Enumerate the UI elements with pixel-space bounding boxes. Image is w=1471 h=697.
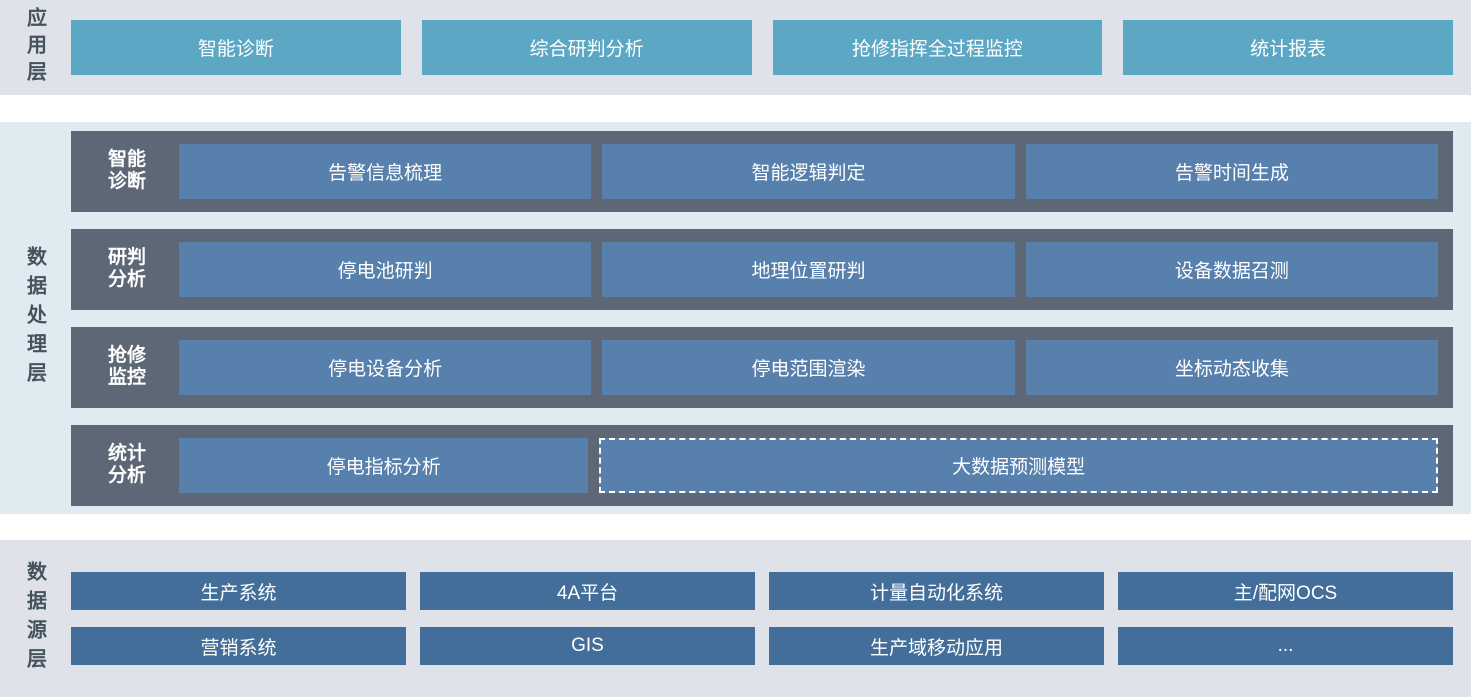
application-layer-label: 应用层 [0, 0, 68, 95]
src-box-production-mobile-app[interactable]: 生产域移动应用 [769, 627, 1104, 665]
processing-layer-band: 数据处理层 智能 诊断 告警信息梳理 智能逻辑判定 告警时间生成 [0, 122, 1471, 514]
processing-row-repair-monitoring: 抢修 监控 停电设备分析 停电范围渲染 坐标动态收集 [71, 326, 1453, 408]
processing-row-label-intelligent-diagnosis: 智能 诊断 [86, 149, 168, 194]
processing-row-label-repair-monitoring: 抢修 监控 [86, 345, 168, 390]
proc-box-outage-device-analysis[interactable]: 停电设备分析 [179, 339, 592, 395]
src-box-main-distribution-ocs[interactable]: 主/配网OCS [1118, 572, 1453, 610]
app-box-intelligent-diagnosis[interactable]: 智能诊断 [71, 20, 401, 75]
app-box-statistical-report[interactable]: 统计报表 [1123, 20, 1453, 75]
processing-row-statistical-analysis: 统计 分析 停电指标分析 大数据预测模型 [71, 424, 1453, 506]
application-layer-content: 智能诊断 综合研判分析 抢修指挥全过程监控 统计报表 [68, 0, 1471, 95]
band-separator-top [0, 95, 1471, 122]
processing-layer-content: 智能 诊断 告警信息梳理 智能逻辑判定 告警时间生成 研判 分析 停电池研判 地… [68, 122, 1471, 514]
processing-row-label-line1: 统计 [107, 442, 146, 464]
proc-box-alarm-info-sorting[interactable]: 告警信息梳理 [179, 143, 592, 199]
src-box-4a-platform[interactable]: 4A平台 [420, 572, 755, 610]
src-box-more[interactable]: ... [1118, 627, 1453, 665]
proc-box-geographic-location-judgment[interactable]: 地理位置研判 [602, 241, 1015, 297]
app-box-repair-command-monitoring[interactable]: 抢修指挥全过程监控 [772, 20, 1103, 75]
proc-box-bigdata-prediction-model[interactable]: 大数据预测模型 [599, 437, 1438, 493]
proc-box-device-data-polling[interactable]: 设备数据召测 [1025, 241, 1438, 297]
source-layer-band: 数据源层 生产系统 4A平台 计量自动化系统 主/配网OCS 营销系统 GIS … [0, 540, 1471, 697]
src-box-production-system[interactable]: 生产系统 [71, 572, 406, 610]
processing-row-label-judgment-analysis: 研判 分析 [86, 247, 168, 292]
src-box-marketing-system[interactable]: 营销系统 [71, 627, 406, 665]
source-row-bottom: 营销系统 GIS 生产域移动应用 ... [71, 627, 1453, 665]
processing-row-label-line2: 诊断 [107, 171, 146, 192]
proc-box-outage-index-analysis[interactable]: 停电指标分析 [179, 437, 589, 493]
proc-box-coordinate-dynamic-collection[interactable]: 坐标动态收集 [1025, 339, 1438, 395]
processing-row-label-statistical-analysis: 统计 分析 [86, 443, 168, 488]
processing-row-judgment-analysis: 研判 分析 停电池研判 地理位置研判 设备数据召测 [71, 228, 1453, 310]
source-layer-label-text: 数据源层 [23, 560, 46, 677]
processing-row-label-line1: 研判 [107, 246, 146, 268]
proc-box-outage-scope-rendering[interactable]: 停电范围渲染 [602, 339, 1015, 395]
processing-row-label-line1: 智能 [107, 148, 146, 170]
source-row-top: 生产系统 4A平台 计量自动化系统 主/配网OCS [71, 572, 1453, 610]
processing-row-label-line2: 分析 [107, 465, 146, 486]
processing-row-label-line2: 监控 [107, 367, 146, 388]
processing-layer-label: 数据处理层 [0, 122, 68, 514]
source-layer-content: 生产系统 4A平台 计量自动化系统 主/配网OCS 营销系统 GIS 生产域移动… [68, 540, 1471, 697]
processing-row-label-line2: 分析 [107, 269, 146, 290]
processing-row-intelligent-diagnosis: 智能 诊断 告警信息梳理 智能逻辑判定 告警时间生成 [71, 130, 1453, 212]
src-box-metering-automation-system[interactable]: 计量自动化系统 [769, 572, 1104, 610]
src-box-gis[interactable]: GIS [420, 627, 755, 665]
band-separator-bottom [0, 514, 1471, 540]
application-layer-band: 应用层 智能诊断 综合研判分析 抢修指挥全过程监控 统计报表 [0, 0, 1471, 95]
application-layer-label-text: 应用层 [23, 7, 46, 88]
processing-layer-label-text: 数据处理层 [23, 245, 46, 391]
proc-box-outage-pool-judgment[interactable]: 停电池研判 [179, 241, 592, 297]
proc-box-intelligent-logic-judgment[interactable]: 智能逻辑判定 [602, 143, 1015, 199]
proc-box-alarm-time-generation[interactable]: 告警时间生成 [1025, 143, 1438, 199]
source-layer-label: 数据源层 [0, 540, 68, 697]
app-box-comprehensive-analysis[interactable]: 综合研判分析 [421, 20, 752, 75]
processing-row-label-line1: 抢修 [107, 344, 146, 366]
